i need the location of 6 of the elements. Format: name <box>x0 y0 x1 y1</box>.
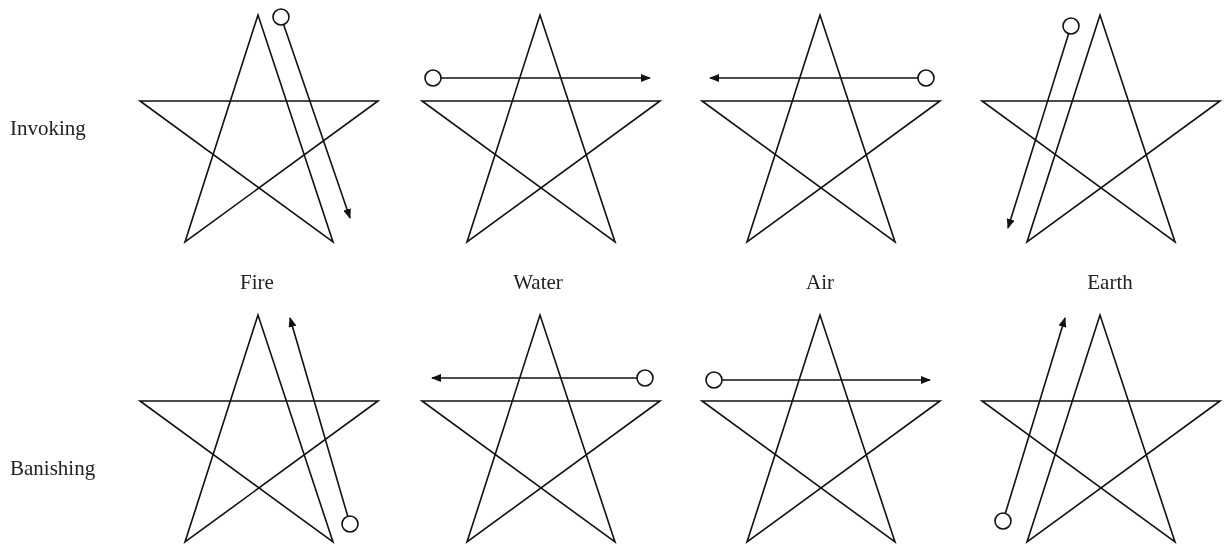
element-label: Fire <box>240 270 274 295</box>
element-label: Air <box>806 270 834 295</box>
element-label: Earth <box>1087 270 1133 295</box>
element-label: Water <box>513 270 563 295</box>
row-label: Banishing <box>10 456 96 481</box>
row-label: Invoking <box>10 116 86 141</box>
